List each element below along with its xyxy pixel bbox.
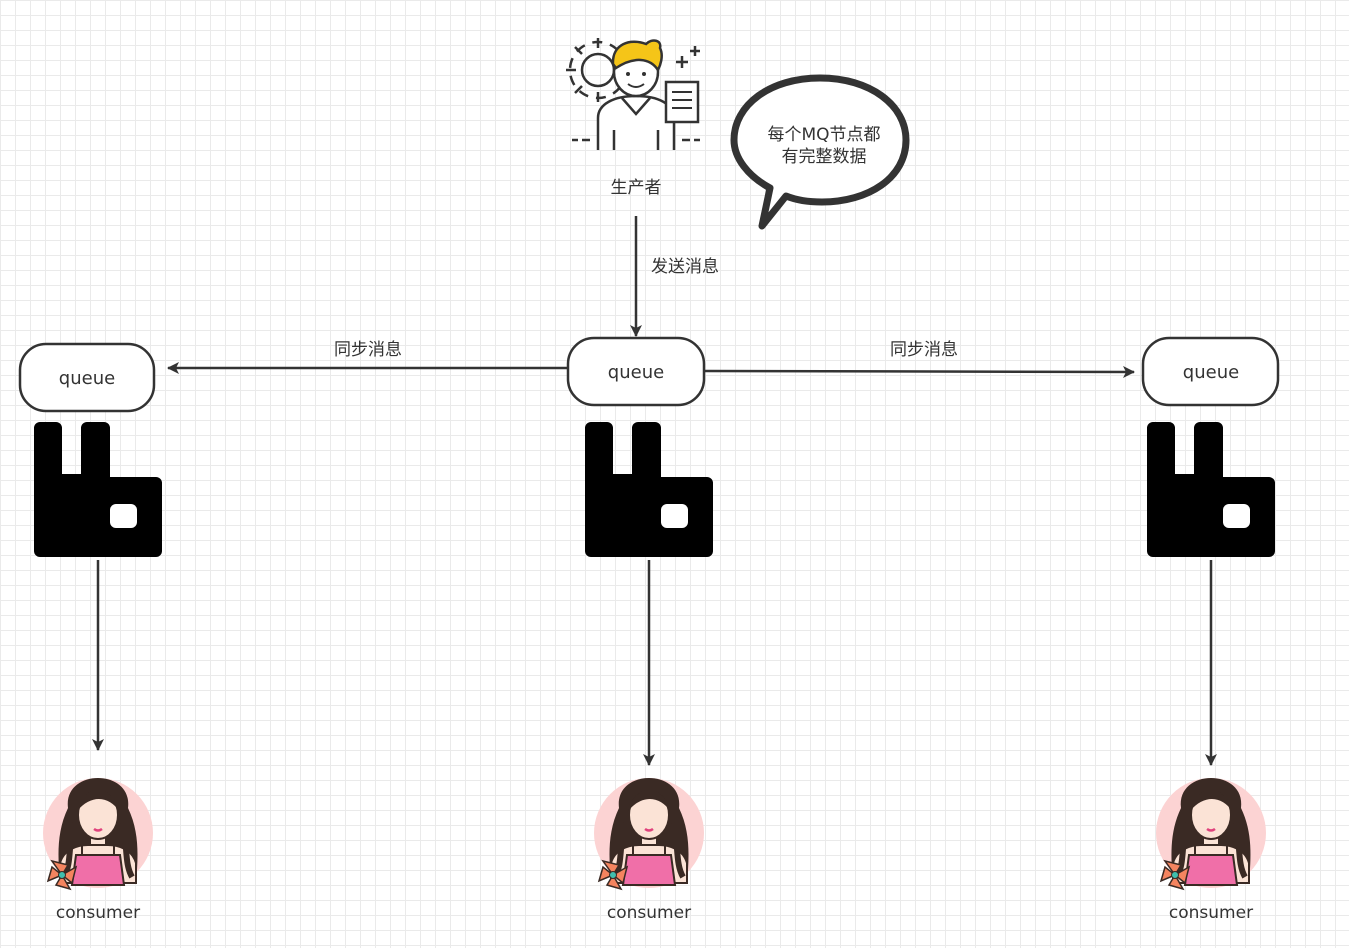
queue-label: queue (59, 368, 115, 389)
document-icon (664, 80, 700, 124)
rabbitmq-icon (34, 422, 162, 557)
queue-box (566, 336, 706, 407)
mq-node-left: queue consumer (18, 342, 162, 923)
mq-node-right: queue consumer (1141, 336, 1280, 923)
send-label: 发送消息 (651, 257, 719, 277)
sync-right-arrow (704, 365, 1135, 378)
consumer-label: consumer (56, 903, 140, 923)
consumer-avatar (594, 778, 704, 889)
bubble-line-2: 有完整数据 (782, 147, 867, 167)
bubble-line-1: 每个MQ节点都 (767, 125, 880, 145)
queue-box (18, 342, 156, 413)
speech-bubble: 每个MQ节点都 有完整数据 (730, 74, 910, 230)
consumer-label: consumer (607, 903, 691, 923)
producer-icon (566, 38, 700, 150)
mq-node-center: queue consumer (566, 336, 713, 923)
queue-label: queue (608, 362, 664, 383)
consumer-label: consumer (1169, 903, 1253, 923)
consumer-avatar (43, 778, 153, 889)
rabbitmq-icon (1147, 422, 1275, 557)
queue-label: queue (1183, 362, 1239, 383)
consumer-avatar (1156, 778, 1266, 889)
sync-left-label: 同步消息 (334, 340, 402, 360)
rabbitmq-icon (585, 422, 713, 557)
sync-right-label: 同步消息 (890, 340, 958, 360)
queue-box (1141, 336, 1280, 407)
producer-label: 生产者 (611, 178, 662, 198)
